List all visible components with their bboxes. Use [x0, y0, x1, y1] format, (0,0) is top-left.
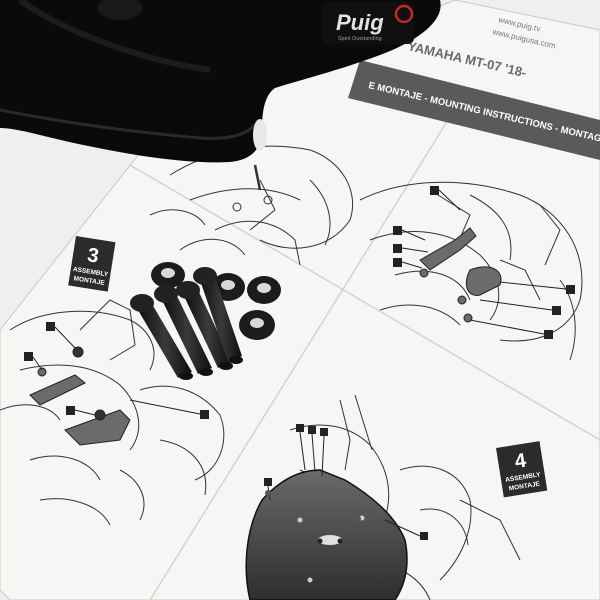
washer	[239, 310, 275, 340]
bracket-parts-top-right	[419, 227, 502, 323]
washer	[247, 276, 281, 304]
callout-tags-left	[24, 322, 209, 419]
rubber-grommet	[253, 119, 267, 151]
callout-leaders-bottom	[267, 431, 421, 537]
bolt	[154, 285, 213, 376]
step-3-label-line2: MONTAJE	[73, 275, 106, 287]
step-4-label-line2: MONTAJE	[508, 481, 541, 493]
callout-leaders-top-right	[401, 189, 567, 335]
step-4-number: 4	[513, 449, 528, 473]
callout-leaders-left	[32, 326, 201, 416]
step-4-tab: 4 ASSEMBLY MONTAJE	[495, 441, 548, 498]
drawing-panel-top-right	[359, 181, 583, 361]
puig-logo-tagline: Spirit Outstanding	[338, 36, 382, 42]
step-3-number: 3	[86, 244, 100, 267]
bracket-parts-left	[29, 346, 131, 446]
black-windscreen-product: Puig Spirit Outstanding	[0, 0, 441, 163]
fold-line-horizontal	[129, 164, 600, 441]
puig-logo-text: Puig	[336, 10, 384, 35]
callout-tags-top-right	[393, 186, 575, 339]
washers	[151, 262, 281, 340]
drawing-panel-left	[0, 299, 225, 526]
bolt	[193, 267, 243, 364]
bolt	[176, 281, 233, 370]
fold-line-vertical	[149, 119, 449, 600]
washer	[151, 262, 185, 288]
logo-red-swirl	[394, 4, 414, 24]
bolts	[130, 267, 243, 380]
logo-badge	[322, 2, 414, 44]
bolt	[130, 294, 193, 380]
small-hardware-drawing	[265, 490, 375, 522]
callout-tags-bottom	[264, 424, 428, 540]
step-3-tab: 3 ASSEMBLY MONTAJE	[68, 236, 116, 292]
windscreen-drawing	[245, 469, 408, 600]
